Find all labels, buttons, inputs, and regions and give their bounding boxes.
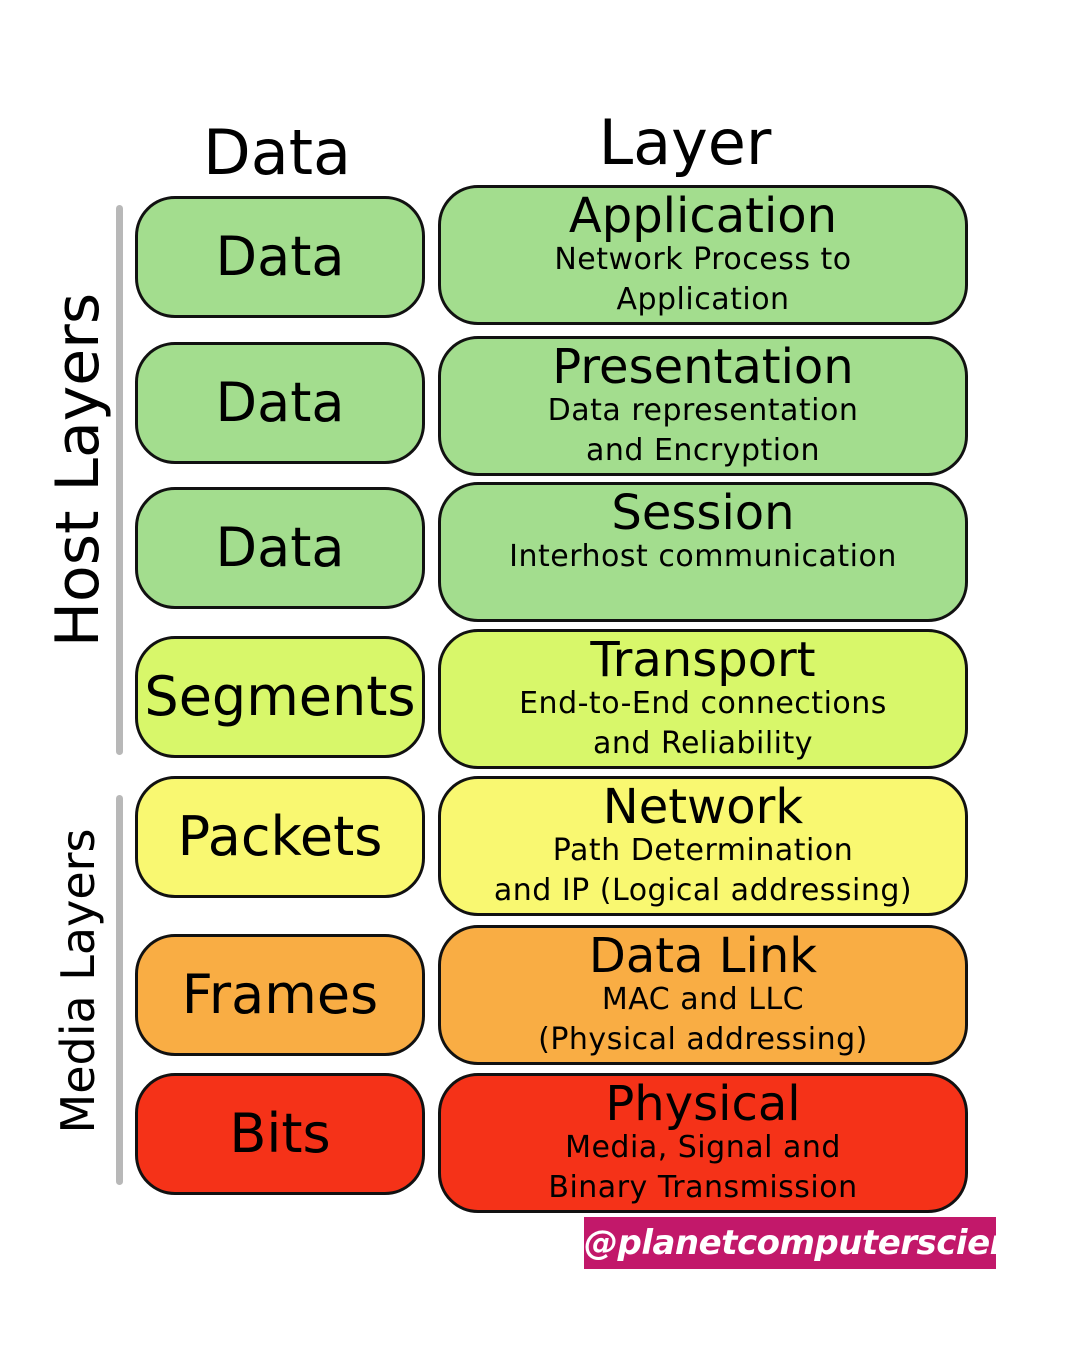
layer-name: Physical	[605, 1076, 801, 1132]
layer-name: Session	[611, 485, 795, 541]
pdu-label: Bits	[229, 1102, 331, 1165]
pdu-label: Segments	[144, 665, 416, 728]
layer-name: Transport	[590, 632, 816, 688]
layer-description: Binary Transmission	[548, 1169, 858, 1205]
layer-description: (Physical addressing)	[538, 1021, 868, 1057]
data-column-header: Data	[202, 116, 352, 189]
pdu-box-6: Bits	[135, 1073, 425, 1195]
pdu-box-4: Packets	[135, 776, 425, 898]
layer-name: Network	[602, 779, 804, 835]
host-layers-label: Host Layers	[43, 292, 113, 648]
pdu-label: Data	[215, 225, 345, 288]
pdu-box-0: Data	[135, 196, 425, 318]
layer-column-header: Layer	[598, 106, 772, 179]
layer-description: End-to-End connections	[519, 686, 887, 721]
layer-description: Interhost communication	[509, 539, 897, 574]
pdu-label: Frames	[181, 963, 379, 1026]
layer-name: Data Link	[588, 928, 818, 984]
layer-name: Presentation	[552, 339, 854, 395]
layer-description: MAC and LLC	[601, 982, 805, 1017]
layer-description: and Reliability	[592, 725, 814, 761]
watermark: @planetcomputerscience	[584, 1217, 1056, 1269]
layer-description: Network Process to	[554, 242, 852, 277]
pdu-box-2: Data	[135, 487, 425, 609]
host-layers-bracket	[116, 205, 123, 755]
pdu-label: Data	[215, 516, 345, 579]
layer-description: and Encryption	[585, 432, 821, 468]
pdu-label: Packets	[177, 805, 383, 868]
layer-description: Media, Signal and	[565, 1130, 841, 1165]
media-layers-label: Media Layers	[51, 828, 105, 1134]
pdu-label: Data	[215, 371, 345, 434]
layer-name: Application	[568, 188, 838, 244]
media-layers-bracket	[116, 795, 123, 1185]
layer-description: Application	[616, 281, 790, 317]
layer-description: and IP (Logical addressing)	[493, 872, 913, 908]
layer-description: Path Determination	[552, 833, 854, 868]
pdu-box-1: Data	[135, 342, 425, 464]
pdu-box-5: Frames	[135, 934, 425, 1056]
pdu-box-3: Segments	[135, 636, 425, 758]
layer-description: Data representation	[547, 393, 859, 428]
